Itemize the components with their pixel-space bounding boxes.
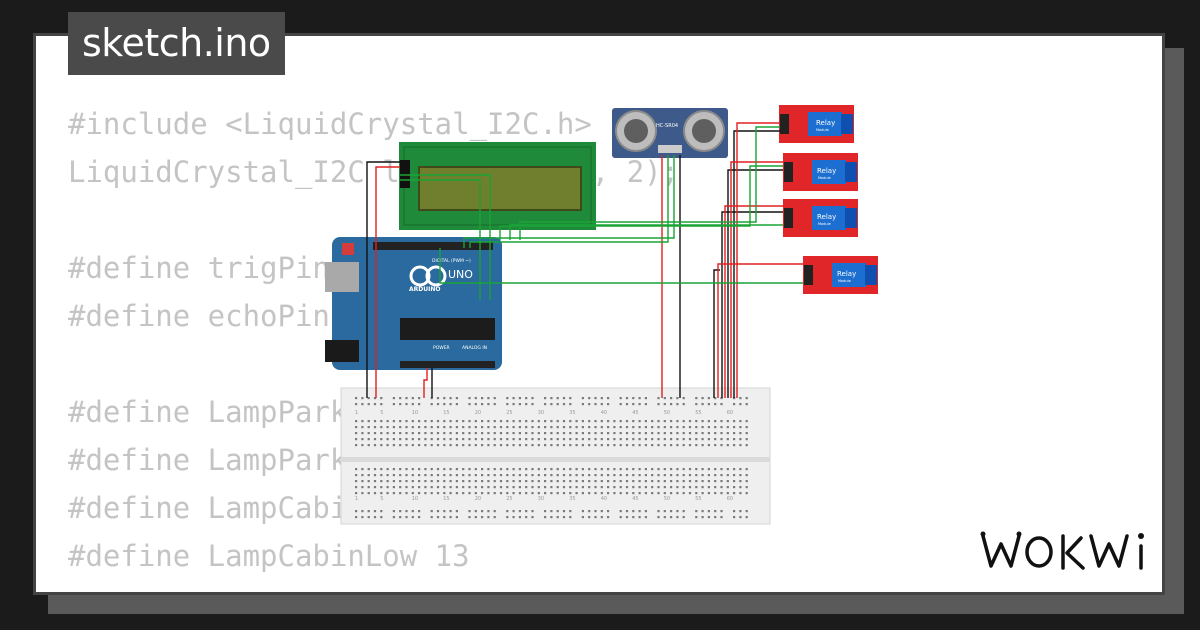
- breadboard-column-number: 30: [538, 496, 544, 502]
- ultrasonic-sensor: HC-SR04: [612, 108, 728, 158]
- relay-sub-label: Module: [818, 222, 831, 226]
- relay-label: Relay: [817, 167, 836, 175]
- breadboard-column-number: 60: [727, 496, 733, 502]
- breadboard-column-number: 50: [664, 410, 670, 416]
- code-line: #define LampCabinLow 13: [68, 539, 470, 573]
- arduino-analog-label: ANALOG IN: [462, 345, 487, 351]
- breadboard-column-number: 20: [475, 496, 481, 502]
- breadboard-column-number: 10: [412, 410, 418, 416]
- breadboard-column-number: 15: [443, 410, 449, 416]
- breadboard-column-number: 55: [695, 410, 701, 416]
- breadboard-column-number: 35: [569, 496, 575, 502]
- arduino-digital-label: DIGITAL (PWM ~): [432, 258, 471, 264]
- breadboard-column-number: 1: [355, 410, 358, 416]
- breadboard-column-number: 25: [506, 496, 512, 502]
- arduino-brand-label: ARDUINO: [409, 286, 440, 293]
- code-line: #include <LiquidCrystal_I2C.h>: [68, 107, 592, 141]
- breadboard-column-number: 45: [632, 410, 638, 416]
- relay-label: Relay: [837, 270, 856, 278]
- breadboard-column-number: 15: [443, 496, 449, 502]
- breadboard-column-number: 40: [601, 496, 607, 502]
- arduino-power-label: POWER: [433, 345, 450, 351]
- breadboard-column-number: 55: [695, 496, 701, 502]
- breadboard-column-number: 20: [475, 410, 481, 416]
- wokwi-logo: [980, 531, 1144, 570]
- sensor-label: HC-SR04: [656, 123, 678, 129]
- arduino-model-label: UNO: [448, 268, 473, 281]
- arduino-uno: UNO ARDUINO DIGITAL (PWM ~) POWER ANALOG…: [325, 237, 502, 370]
- breadboard-column-number: 5: [380, 410, 383, 416]
- breadboard-column-number: 30: [538, 410, 544, 416]
- relay-module-1: Relay Module: [779, 105, 854, 143]
- relay-sub-label: Module: [816, 128, 829, 132]
- breadboard-column-number: 50: [664, 496, 670, 502]
- file-tab[interactable]: sketch.ino: [68, 12, 285, 75]
- breadboard-column-number: 45: [632, 496, 638, 502]
- relay-module-3: Relay Module: [783, 199, 858, 237]
- breadboard-column-number: 60: [727, 410, 733, 416]
- relay-module-2: Relay Module: [783, 153, 858, 191]
- breadboard-column-number: 25: [506, 410, 512, 416]
- breadboard: 1155101015152020252530303535404045455050…: [340, 387, 771, 525]
- wires: [366, 122, 803, 398]
- relay-sub-label: Module: [838, 279, 851, 283]
- code-line: #define LampParkLow 12: [68, 443, 453, 477]
- breadboard-column-number: 35: [569, 410, 575, 416]
- lcd-display: [399, 142, 596, 230]
- relay-sub-label: Module: [818, 176, 831, 180]
- breadboard-column-number: 1: [355, 496, 358, 502]
- relay-module-4: Relay Module: [803, 256, 878, 294]
- breadboard-column-number: 10: [412, 496, 418, 502]
- relay-label: Relay: [816, 119, 835, 127]
- breadboard-column-number: 40: [601, 410, 607, 416]
- relay-label: Relay: [817, 213, 836, 221]
- breadboard-column-number: 5: [380, 496, 383, 502]
